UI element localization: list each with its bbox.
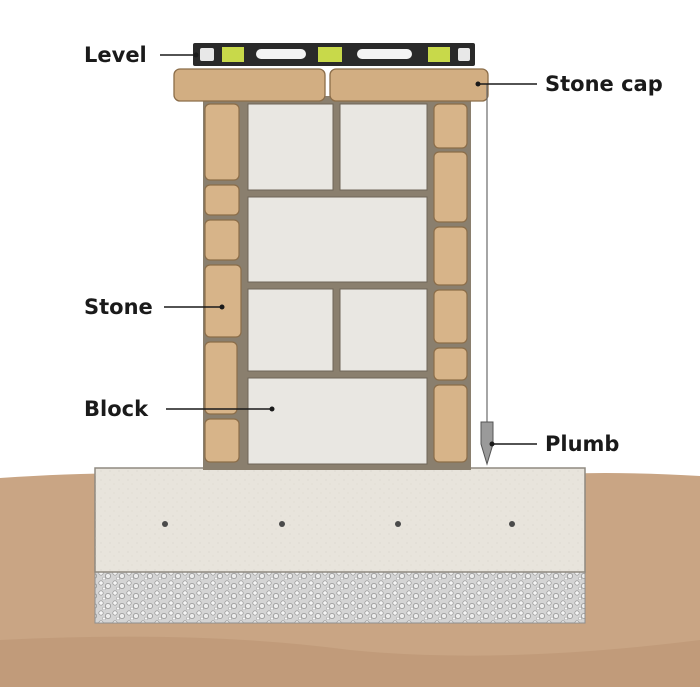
block	[247, 196, 428, 283]
cap-stone-left	[173, 68, 326, 102]
right-stones	[433, 103, 468, 463]
label-stone: Stone	[84, 295, 153, 319]
footing-rebar-dots	[162, 521, 515, 527]
block	[247, 288, 334, 372]
block	[339, 288, 428, 372]
leader-lines	[160, 54, 537, 445]
stone	[204, 184, 240, 216]
label-stone-cap: Stone cap	[545, 72, 663, 96]
level-tool	[193, 43, 475, 66]
stone	[204, 219, 240, 261]
stone	[204, 341, 238, 415]
left-stones	[204, 103, 242, 463]
concrete-blocks	[247, 103, 428, 465]
leader-dots	[193, 52, 495, 447]
block	[339, 103, 428, 191]
label-block: Block	[84, 397, 149, 421]
stone	[433, 103, 468, 149]
block	[247, 377, 428, 465]
stone	[204, 264, 242, 338]
plumb-bob	[480, 84, 494, 466]
label-level: Level	[84, 43, 147, 67]
stone	[433, 289, 468, 344]
block	[247, 103, 334, 191]
stone	[433, 384, 468, 463]
stone	[204, 418, 240, 463]
stone	[433, 347, 468, 381]
soil-shade	[0, 636, 700, 687]
footing-speckle	[95, 468, 585, 572]
stone	[433, 151, 468, 223]
stone-cap	[173, 68, 489, 102]
gravel-bed	[94, 570, 586, 624]
stone	[204, 103, 240, 181]
label-plumb: Plumb	[545, 432, 620, 456]
cap-stone-right	[329, 68, 489, 102]
stone	[433, 226, 468, 286]
